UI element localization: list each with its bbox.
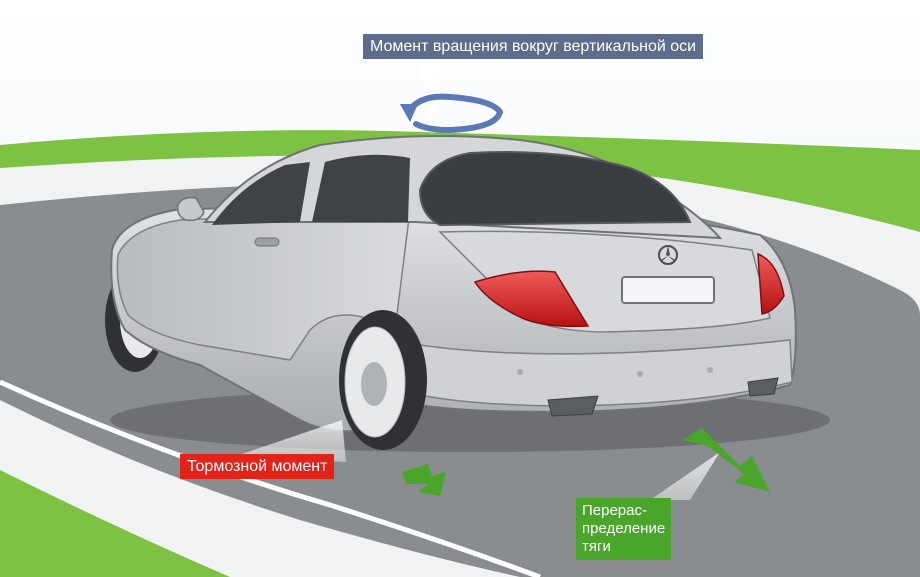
traction-redistribution-label: Перерас- пределение тяги [576,498,672,560]
side-window-front [212,162,310,225]
license-plate [621,276,715,304]
road-near-grass [0,470,230,577]
taillight-left [473,270,590,328]
road-lane-line [0,379,541,577]
car [110,135,797,433]
brake-label-pointer [236,420,346,462]
rear-window [418,151,692,227]
three-pointed-star-icon [658,245,678,265]
side-window-rear [312,154,410,222]
exhaust-left [547,395,599,417]
left-rear-wheel [339,310,427,450]
green-arrow-icon [402,464,446,496]
traction-label-line: Перерас- [582,502,647,519]
traction-label-line: тяги [582,538,611,555]
door-handle [254,237,280,247]
car-side-panel [116,209,411,361]
traction-label-pointer [650,452,720,500]
rotation-arrow-icon [400,93,503,134]
parking-sensor [517,369,523,375]
traction-label-line: пределение [582,520,666,537]
parking-sensor [637,371,643,377]
green-arrow-icon [682,428,770,492]
parking-sensor [707,367,713,373]
brake-moment-label: Тормозной момент [180,454,335,479]
exhaust-right [747,377,779,397]
side-mirror [176,196,205,222]
yaw-moment-label: Момент вращения вокруг вертикальной оси [363,34,704,59]
taillight-right [757,252,785,315]
rear-bumper [419,339,793,407]
